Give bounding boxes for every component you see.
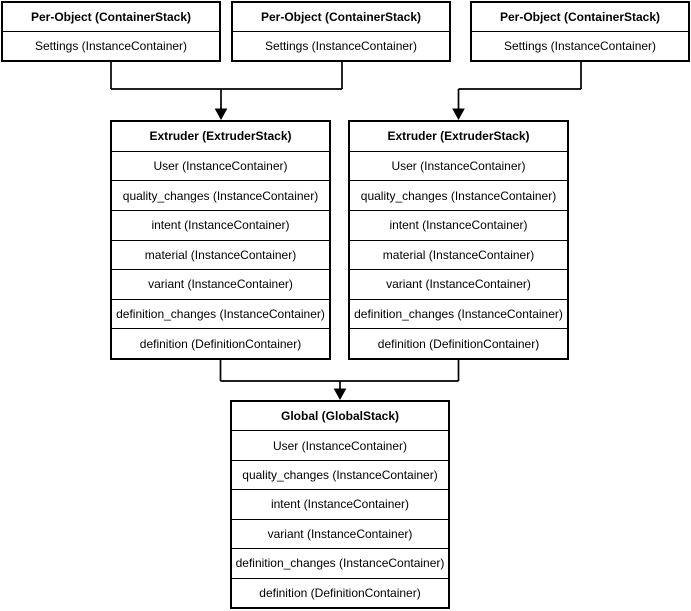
extruder-stack-2-row-definition: definition (DefinitionContainer) — [350, 328, 567, 358]
global-stack-row-quality-changes: quality_changes (InstanceContainer) — [232, 459, 448, 489]
global-stack-row-definition-changes: definition_changes (InstanceContainer) — [232, 548, 448, 577]
per-object-stack-2-title: Per-Object (ContainerStack) — [260, 10, 422, 24]
extruder-stack-2: Extruder (ExtruderStack) User (InstanceC… — [348, 120, 569, 360]
extruder-stack-2-row-user: User (InstanceContainer) — [350, 150, 567, 181]
extruder-stack-2-row-material: material (InstanceContainer) — [350, 239, 567, 270]
global-stack-title: Global (GlobalStack) — [280, 409, 400, 424]
extruder-stack-1-row-intent: intent (InstanceContainer) — [112, 209, 329, 240]
global-stack-row-variant: variant (InstanceContainer) — [232, 518, 448, 548]
arrowhead-extruder-1 — [214, 108, 228, 121]
per-object-stack-1-title: Per-Object (ContainerStack) — [30, 10, 192, 24]
per-object-stack-1-row-settings: Settings (InstanceContainer) — [3, 31, 219, 60]
arrowhead-global — [333, 388, 347, 401]
per-object-stack-3: Per-Object (ContainerStack) Settings (In… — [470, 1, 690, 62]
global-stack-row-intent: intent (InstanceContainer) — [232, 489, 448, 518]
extruder-stack-1-row-material: material (InstanceContainer) — [112, 239, 329, 270]
extruder-stack-2-row-intent: intent (InstanceContainer) — [350, 209, 567, 240]
extruder-stack-1-row-variant: variant (InstanceContainer) — [112, 269, 329, 299]
per-object-stack-3-title: Per-Object (ContainerStack) — [499, 10, 661, 24]
connector-per-object-3-to-extruder-2 — [457, 62, 582, 111]
global-stack: Global (GlobalStack) User (InstanceConta… — [230, 400, 450, 609]
per-object-stack-1: Per-Object (ContainerStack) Settings (In… — [1, 1, 221, 62]
connector-per-object-1-2-to-extruder-1 — [110, 62, 343, 111]
extruder-stack-1-row-quality-changes: quality_changes (InstanceContainer) — [112, 180, 329, 210]
arrowhead-extruder-2 — [452, 108, 465, 121]
extruder-stack-1: Extruder (ExtruderStack) User (InstanceC… — [110, 120, 331, 360]
per-object-stack-2: Per-Object (ContainerStack) Settings (In… — [231, 1, 451, 62]
extruder-stack-2-row-quality-changes: quality_changes (InstanceContainer) — [350, 180, 567, 210]
per-object-stack-2-row-settings: Settings (InstanceContainer) — [233, 31, 449, 60]
global-stack-row-user: User (InstanceContainer) — [232, 430, 448, 459]
global-stack-row-definition: definition (DefinitionContainer) — [232, 577, 448, 607]
extruder-stack-1-title: Extruder (ExtruderStack) — [149, 129, 292, 144]
extruder-stack-2-row-definition-changes: definition_changes (InstanceContainer) — [350, 298, 567, 329]
extruder-stack-1-row-definition: definition (DefinitionContainer) — [112, 328, 329, 358]
extruder-stack-2-row-variant: variant (InstanceContainer) — [350, 269, 567, 299]
per-object-stack-3-row-settings: Settings (InstanceContainer) — [472, 31, 688, 60]
extruder-stack-2-title: Extruder (ExtruderStack) — [387, 129, 530, 144]
extruder-stack-1-row-user: User (InstanceContainer) — [112, 150, 329, 181]
connector-extruders-to-global — [219, 360, 460, 391]
extruder-stack-1-row-definition-changes: definition_changes (InstanceContainer) — [112, 298, 329, 329]
